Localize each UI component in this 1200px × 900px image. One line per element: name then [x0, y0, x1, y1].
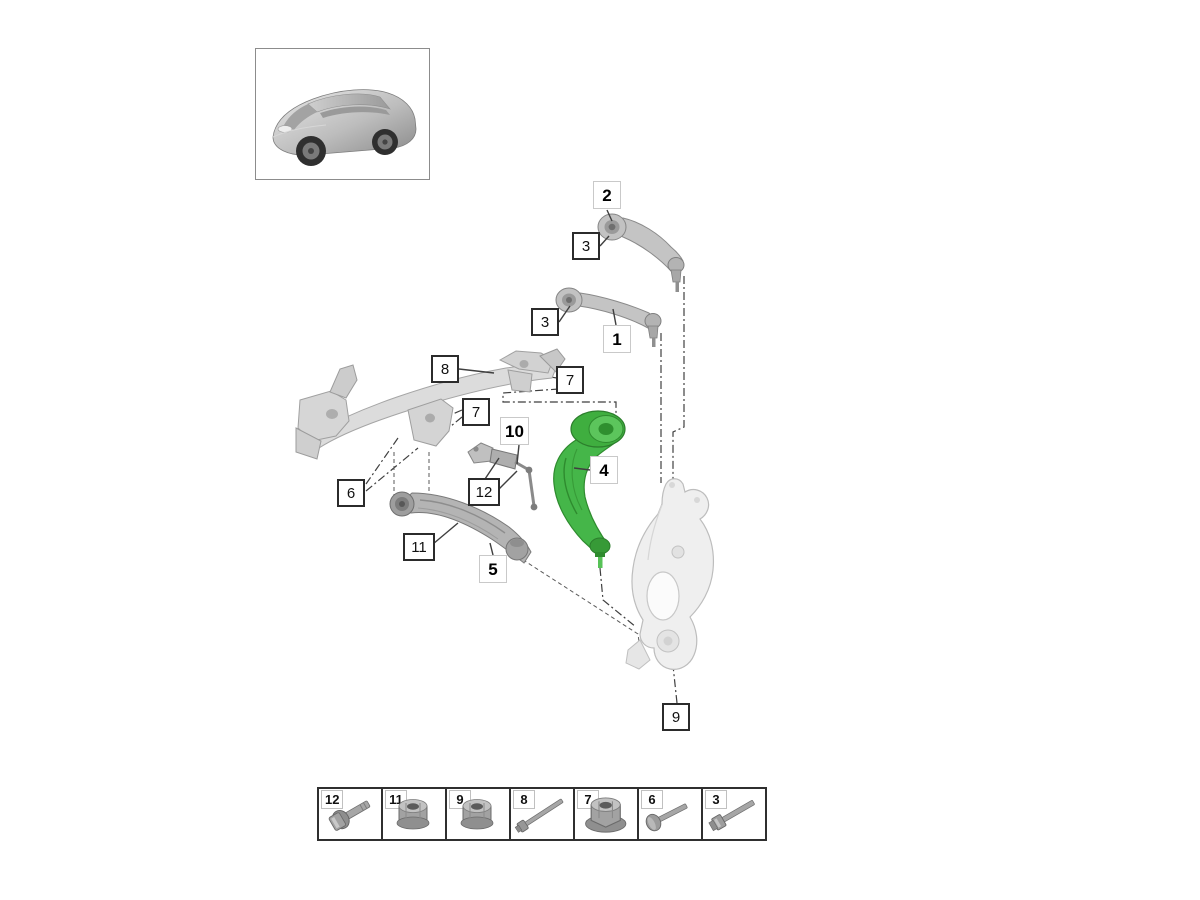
flange-nut-icon	[460, 799, 494, 830]
car-windshield	[284, 104, 317, 130]
ride-height-sensor[interactable]	[467, 442, 538, 511]
flange-nut-icon	[396, 799, 430, 830]
strip-cell-9[interactable]: 9	[445, 787, 511, 841]
strip-num: 12	[321, 790, 344, 809]
callout-7-left[interactable]: 7	[462, 398, 490, 426]
pan-head-bolt-icon	[642, 797, 691, 834]
strip-num: 6	[641, 790, 663, 809]
hex-bolt-icon	[707, 796, 758, 833]
part-label-2[interactable]: 2	[593, 181, 621, 209]
strip-num: 8	[513, 790, 535, 809]
upper-link-front[interactable]	[555, 287, 662, 347]
strip-cell-11[interactable]: 11	[381, 787, 447, 841]
flange-nut-large-icon	[585, 797, 627, 833]
control-arm-highlighted[interactable]	[553, 410, 626, 568]
callout-11[interactable]: 11	[403, 533, 435, 561]
vehicle-thumbnail	[255, 48, 430, 180]
steering-knuckle[interactable]	[625, 478, 715, 670]
strip-cell-6[interactable]: 6	[637, 787, 703, 841]
part-label-1[interactable]: 1	[603, 325, 631, 353]
strip-cell-7[interactable]: 7	[573, 787, 639, 841]
callout-3-lower[interactable]: 3	[531, 308, 559, 336]
leader-lines	[432, 209, 617, 556]
callout-7-right[interactable]: 7	[556, 366, 584, 394]
assembly-lines	[365, 276, 685, 704]
callout-3-upper[interactable]: 3	[572, 232, 600, 260]
upper-link-rear[interactable]	[597, 213, 685, 292]
callout-12[interactable]: 12	[468, 478, 500, 506]
subframe[interactable]	[295, 348, 566, 460]
car-roof	[307, 93, 391, 113]
strip-cell-8[interactable]: 8	[509, 787, 575, 841]
callout-9[interactable]: 9	[662, 703, 690, 731]
strip-cell-12[interactable]: 12	[317, 787, 383, 841]
flange-bolt-icon	[326, 794, 374, 834]
lower-control-arm[interactable]	[389, 491, 532, 564]
long-bolt-icon	[513, 795, 566, 835]
part-label-5[interactable]: 5	[479, 555, 507, 583]
suv-illustration	[272, 89, 417, 166]
strip-num: 3	[705, 790, 727, 809]
part-label-4[interactable]: 4	[590, 456, 618, 484]
callout-8[interactable]: 8	[431, 355, 459, 383]
part-label-10[interactable]: 10	[500, 417, 529, 445]
callout-6[interactable]: 6	[337, 479, 365, 507]
strip-cell-3[interactable]: 3	[701, 787, 767, 841]
fastener-strip: 12 11 9 8 7 6 3	[317, 787, 767, 841]
car-side-windows	[320, 106, 390, 118]
